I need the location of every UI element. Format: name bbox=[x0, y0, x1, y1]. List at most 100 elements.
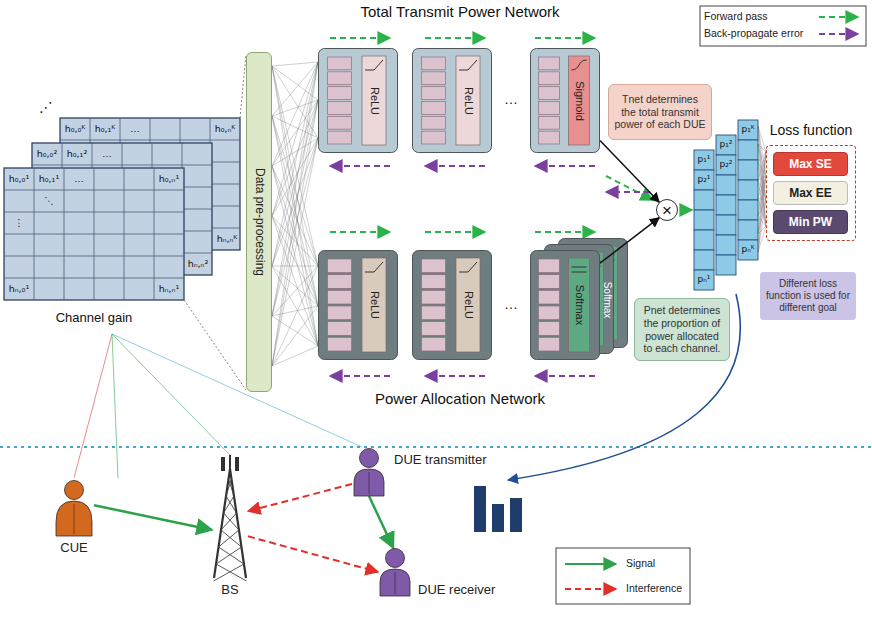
person-body bbox=[380, 569, 410, 596]
neuron-cell bbox=[538, 275, 559, 289]
neuron-cell bbox=[422, 116, 446, 129]
activation-column bbox=[569, 258, 590, 352]
matrix-entry: hₙ,ₙᴷ bbox=[217, 234, 238, 244]
node-text: ReLU bbox=[461, 86, 474, 114]
matrix-entry: ⋱ bbox=[44, 196, 54, 206]
layer-drawing bbox=[412, 250, 492, 360]
due-receiver: DUE receiver bbox=[378, 548, 412, 596]
fan-line bbox=[272, 266, 318, 306]
softmax-layer: Softmax bbox=[530, 250, 600, 360]
power-entry: pₙᴷ bbox=[741, 245, 754, 255]
fan-line bbox=[272, 266, 318, 316]
neuron-cell bbox=[328, 57, 352, 70]
matrix-grid bbox=[4, 234, 184, 235]
power-cell bbox=[694, 170, 714, 190]
neuron-cell bbox=[422, 322, 446, 336]
power-entry: p₁² bbox=[720, 140, 733, 150]
legend-box bbox=[700, 6, 866, 46]
activation-column bbox=[569, 56, 590, 145]
node-text: Max EE bbox=[789, 186, 832, 201]
loss-option: Max EE bbox=[773, 181, 848, 205]
backprop-arrow bbox=[535, 165, 595, 167]
fan-line bbox=[272, 306, 318, 316]
node-text: Loss function bbox=[770, 122, 853, 139]
neuron-cell bbox=[422, 337, 446, 351]
power-cell bbox=[694, 190, 714, 210]
neuron-cell bbox=[538, 259, 559, 273]
neuron-cell bbox=[538, 290, 559, 304]
power-cell bbox=[694, 250, 714, 270]
power-cell bbox=[716, 235, 736, 255]
label-text: Total Transmit Power Network bbox=[360, 4, 559, 21]
layer-box bbox=[413, 251, 492, 360]
cue-user: CUE bbox=[54, 480, 94, 536]
neuron-cell bbox=[328, 116, 352, 129]
power-cell bbox=[716, 255, 736, 275]
layer-box bbox=[531, 251, 600, 360]
matrix-entry: … bbox=[102, 149, 112, 159]
power-bar bbox=[492, 504, 504, 532]
power-vector bbox=[716, 135, 736, 275]
neuron-cell bbox=[328, 259, 352, 273]
power-cell bbox=[694, 230, 714, 250]
activation-column bbox=[456, 56, 480, 145]
activation-column bbox=[362, 258, 386, 352]
power-cell bbox=[738, 240, 758, 260]
layer-box bbox=[319, 49, 398, 153]
power-cell bbox=[738, 200, 758, 220]
matrix-entry: … bbox=[74, 174, 84, 184]
neuron-cell bbox=[328, 306, 352, 320]
tower-brace bbox=[226, 479, 234, 496]
matrix-grid bbox=[154, 168, 155, 300]
matrix-entry: h₀,₁¹ bbox=[39, 174, 59, 184]
fan-line bbox=[758, 176, 766, 216]
multiply-circle: × bbox=[656, 199, 678, 221]
forward-arrow bbox=[425, 37, 485, 39]
tnet-callout: Tnet determines the total transmit power… bbox=[608, 84, 712, 140]
power-vector bbox=[694, 150, 714, 290]
loss-option: Min PW bbox=[773, 210, 848, 234]
fan-line bbox=[272, 346, 318, 366]
node-text: DUE transmitter bbox=[394, 452, 486, 468]
fan-line bbox=[272, 116, 318, 138]
gain-link bbox=[112, 334, 118, 478]
node-text: CUE bbox=[60, 540, 87, 556]
neuron-cell bbox=[422, 306, 446, 320]
legend-sample bbox=[818, 28, 860, 40]
person-shade bbox=[73, 504, 75, 534]
antenna bbox=[235, 457, 239, 471]
power-entry: p₁¹ bbox=[698, 155, 711, 165]
node-text: Max SE bbox=[789, 157, 832, 172]
power-entry: p₁ᴷ bbox=[741, 125, 754, 135]
pnet-callout: Pnet determines the proportion of power … bbox=[634, 298, 730, 361]
relu-layer: ReLU bbox=[412, 250, 492, 360]
gain-link bbox=[112, 334, 230, 455]
tower-legs bbox=[214, 469, 246, 578]
power-cell bbox=[694, 270, 714, 290]
backprop-arrow bbox=[425, 165, 485, 167]
neuron-cell bbox=[538, 337, 559, 351]
connector bbox=[600, 140, 659, 202]
power-cell bbox=[716, 155, 736, 175]
neuron-cell bbox=[328, 275, 352, 289]
power-bar bbox=[474, 486, 486, 532]
connector bbox=[600, 218, 659, 264]
matrix-entry: h₀,₀¹ bbox=[9, 174, 29, 184]
tower-brace bbox=[221, 513, 239, 530]
neuron-cell bbox=[422, 72, 446, 85]
fan-line bbox=[272, 138, 318, 316]
connector bbox=[94, 505, 212, 530]
layer-box bbox=[531, 49, 600, 153]
power-entry: p₂² bbox=[720, 160, 733, 170]
relu-layer: ReLU bbox=[412, 48, 492, 153]
tower-brace bbox=[216, 547, 244, 564]
power-entry: p₂¹ bbox=[698, 175, 711, 185]
allocation-arrow bbox=[508, 294, 740, 480]
node-text: ReLU bbox=[461, 291, 474, 319]
power-cell bbox=[716, 215, 736, 235]
neuron-cell bbox=[328, 290, 352, 304]
node-text: ReLU bbox=[367, 86, 380, 114]
power-vector bbox=[738, 120, 758, 260]
neuron-cell bbox=[328, 87, 352, 100]
